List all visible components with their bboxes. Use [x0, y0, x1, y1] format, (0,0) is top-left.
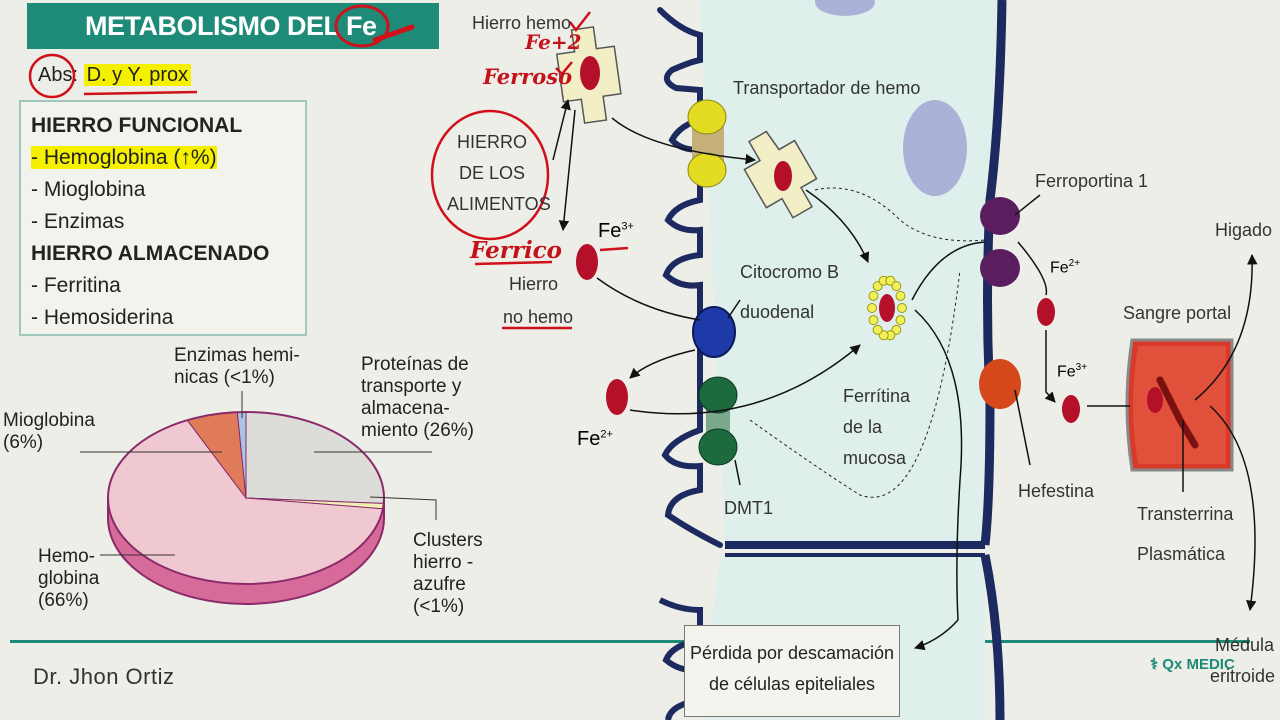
label-cytochrome-1: Citocromo B: [740, 262, 840, 282]
label-liver: Higado: [1215, 220, 1273, 240]
pie-label-proteins: Proteínas de transporte y almacena- mien…: [361, 354, 474, 441]
label-heme-iron: Hierro hemo: [472, 13, 572, 33]
label-non-heme-iron-2: no hemo: [503, 307, 574, 327]
label-ferrico-handwritten: Ferrico: [470, 237, 563, 264]
label-fe3-right: Fe3+: [1057, 362, 1087, 381]
brand-logo: ⚕ Qx MEDIC: [1150, 655, 1235, 673]
ferritin-dot: [895, 315, 906, 326]
absorption-value: D. y Y. prox: [83, 64, 192, 86]
fe3-right-base: Fe: [1057, 363, 1076, 381]
absorption-label: Abs:: [38, 64, 79, 86]
footer-divider: [10, 640, 1250, 643]
pie-label-clusters: Clusters hierro - azufre (<1%): [413, 530, 483, 617]
pie-label-myoglobin: Mioglobina (6%): [3, 410, 95, 453]
label-fe2-right: Fe2+: [1050, 258, 1080, 277]
absorption-note: Abs: D. y Y. prox: [38, 64, 192, 87]
iron-types-box: HIERRO FUNCIONAL - Hemoglobina (↑%) - Mi…: [19, 100, 307, 336]
pie-label-hemoglobin: Hemo- globina (66%): [38, 546, 100, 611]
fe2-bottom-charge: 2+: [600, 428, 613, 441]
fe3-left-charge: 3+: [621, 220, 634, 233]
label-ferroso-handwritten: Ferroso: [483, 64, 573, 89]
label-dmt1: DMT1: [724, 498, 773, 518]
ferritin-ring: [879, 294, 895, 322]
ferritin-dot: [872, 324, 883, 335]
label-transferrin-2: Plasmática: [1137, 544, 1226, 564]
label-bone-marrow-1: Médula: [1215, 635, 1275, 655]
ferritin-dot: [891, 281, 902, 292]
storage-item-ferritin: - Ferritina: [31, 274, 121, 297]
label-portal-blood: Sangre portal: [1123, 303, 1232, 323]
iron-distribution-pie: [107, 411, 385, 605]
ferritin-dot: [867, 303, 877, 313]
storage-item-hemosiderin: - Hemosiderina: [31, 306, 174, 329]
label-heme-transporter: Transportador de hemo: [733, 78, 921, 98]
label-fe3-left: Fe3+: [598, 220, 634, 243]
label-ferritin-1: Ferrítina: [843, 386, 911, 406]
pie-label-enzymes: Enzimas hemi- nicas (<1%): [174, 345, 300, 388]
label-fe2-bottom: Fe2+: [577, 428, 613, 451]
ferritin-dot: [868, 290, 879, 301]
author-name: Dr. Jhon Ortiz: [33, 664, 175, 689]
title-handwritten-circle: [334, 4, 415, 48]
label-ferroportin: Ferroportina 1: [1035, 171, 1149, 191]
epithelial-loss-line-2: de células epiteliales: [708, 674, 876, 694]
storage-iron-title: HIERRO ALMACENADO: [31, 242, 270, 265]
epithelial-loss-box: Pérdida por descamación de células epite…: [684, 625, 900, 717]
fe2-bottom-base: Fe: [577, 428, 601, 450]
ferritin-dot: [897, 303, 907, 313]
page-title-text: METABOLISMO DEL Fe: [85, 10, 377, 41]
label-ferritin-3: mucosa: [843, 448, 907, 468]
functional-item-hemoglobin: - Hemoglobina (↑%): [31, 146, 217, 169]
label-fe2-handwritten: Fe+2: [525, 30, 582, 54]
label-bone-marrow-2: eritroide: [1210, 666, 1276, 686]
label-transferrin-1: Transterrina: [1137, 504, 1234, 524]
functional-iron-title: HIERRO FUNCIONAL: [31, 114, 243, 137]
fe3-left-base: Fe: [598, 220, 622, 242]
fe3-right-charge: 3+: [1075, 362, 1088, 373]
label-non-heme-iron-1: Hierro: [509, 274, 559, 294]
label-hephaestin: Hefestina: [1018, 481, 1095, 501]
functional-item-myoglobin: - Mioglobina: [31, 178, 146, 201]
functional-item-enzymes: - Enzimas: [31, 210, 125, 233]
page-title: METABOLISMO DEL Fe: [27, 3, 439, 49]
logo-text: Qx MEDIC: [1162, 656, 1235, 673]
absorption-handwritten-marks: [28, 53, 198, 99]
label-ferritin-2: de la: [843, 417, 883, 437]
ferritin-dot: [895, 290, 906, 301]
ferritin-dot: [868, 315, 879, 326]
fe2-right-base: Fe: [1050, 259, 1069, 277]
logo-icon: ⚕: [1150, 656, 1159, 673]
label-food-iron: HIERRO DE LOS ALIMENTOS: [447, 132, 551, 214]
fe2-right-charge: 2+: [1068, 258, 1081, 269]
label-cytochrome-2: duodenal: [740, 302, 815, 322]
epithelial-loss-line-1: Pérdida por descamación: [689, 643, 895, 663]
